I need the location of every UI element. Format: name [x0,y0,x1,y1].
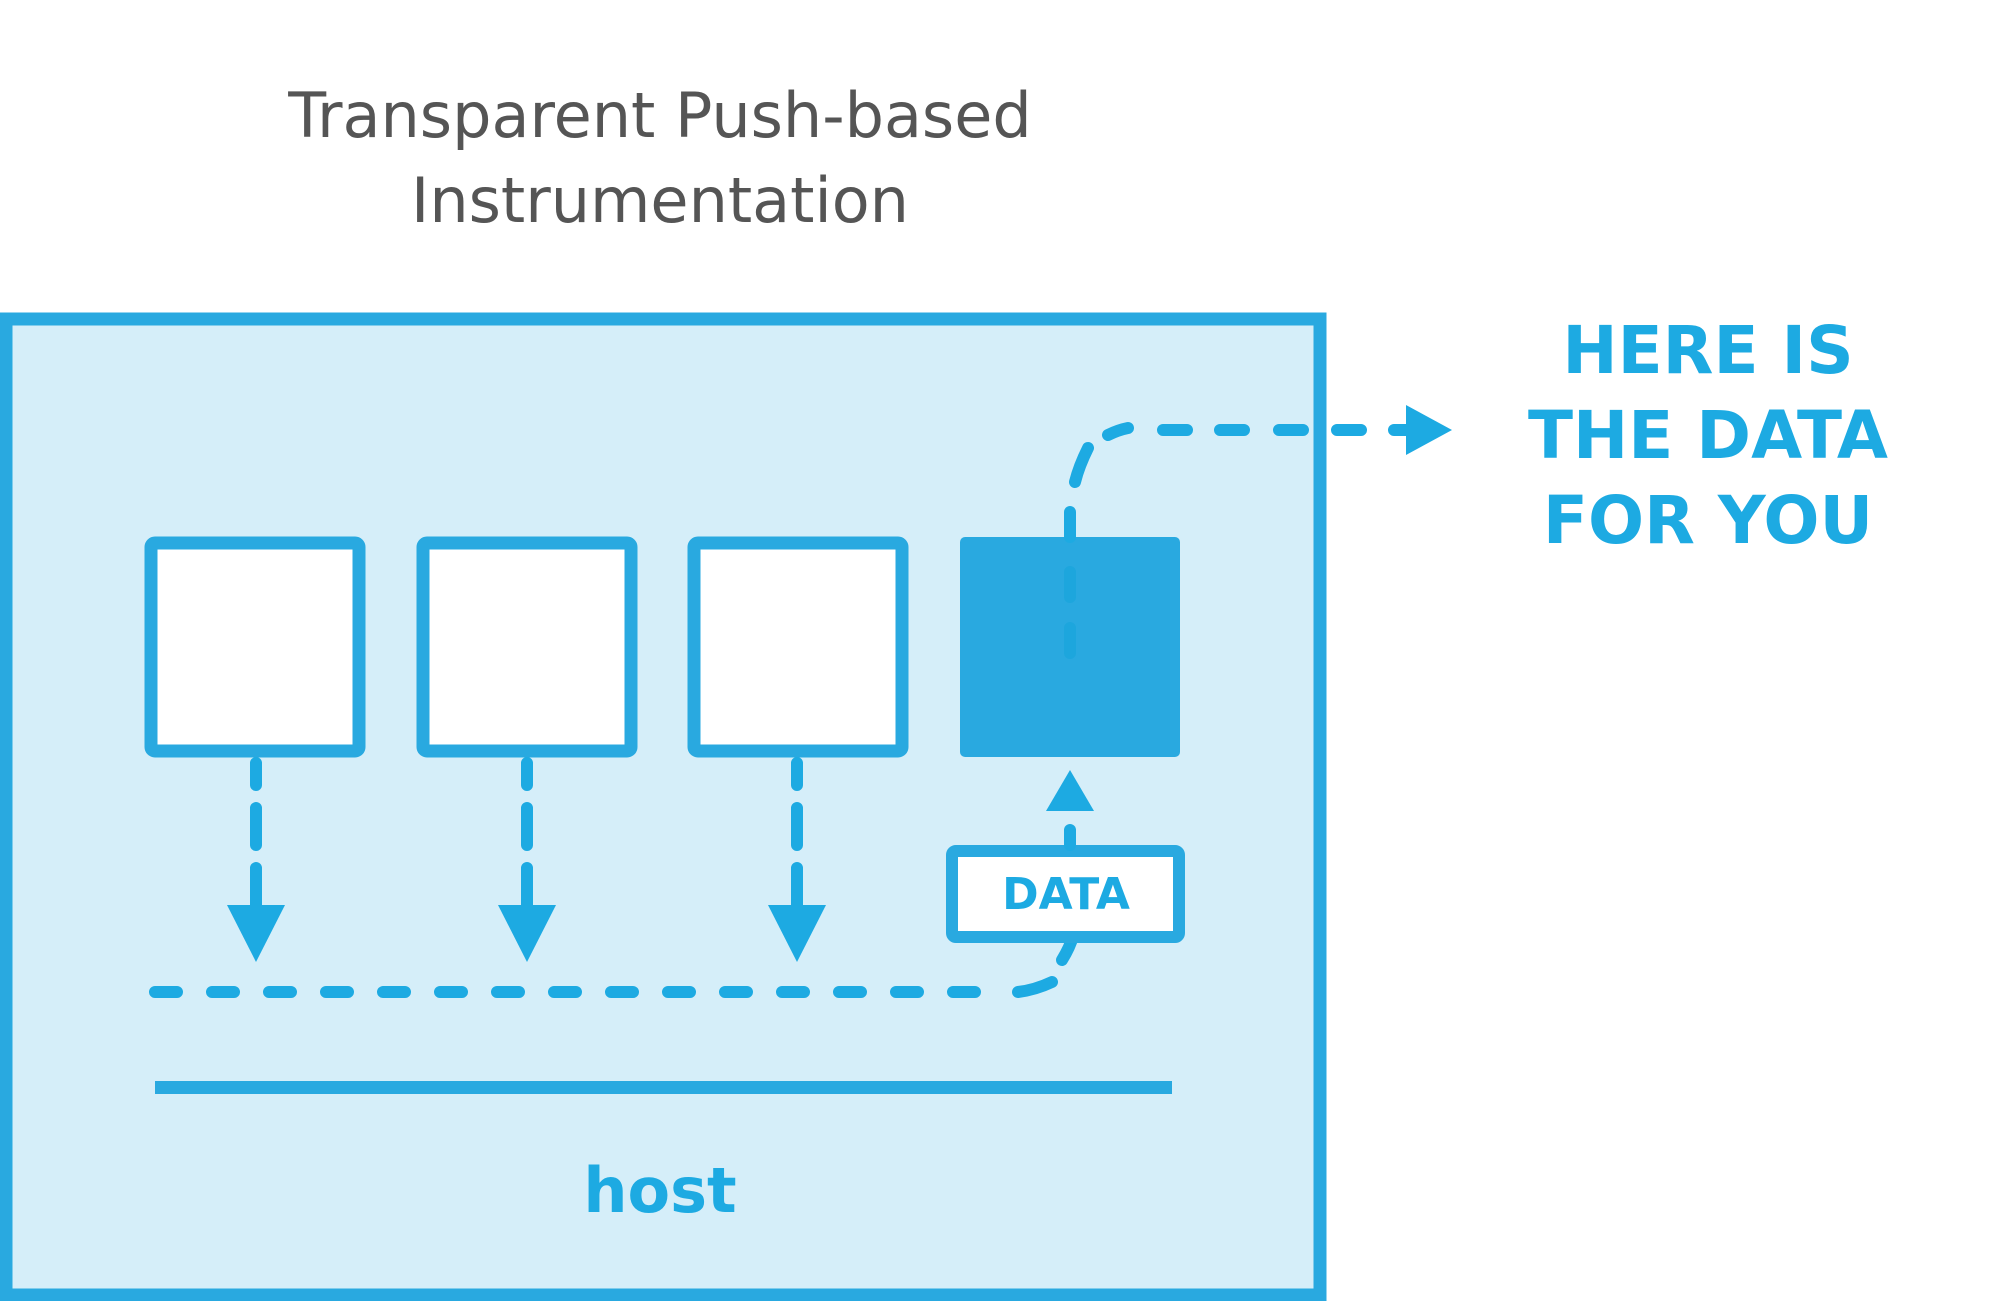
component-box-3 [687,536,909,758]
component-box-1 [144,536,366,758]
collector-curve-1 [1012,976,1058,998]
data-box-label: DATA [1002,869,1130,920]
arrow-right-icon [1406,405,1452,455]
title-line-2: Instrumentation [411,164,909,237]
title-line-1: Transparent Push-based [287,79,1032,152]
host-label: host [583,1154,736,1227]
push-arrow-3 [768,757,826,962]
outbound-curve-1 [1069,442,1094,488]
outbound-curve-2 [1102,422,1134,441]
data-box [946,845,1185,943]
component-box-2 [416,536,638,758]
callout-line-2: THE DATA [1528,397,1888,474]
arrow-down-icon [498,905,556,962]
arrow-down-icon [768,905,826,962]
host-separator [155,1081,1172,1094]
push-arrow-1 [227,757,285,962]
arrow-down-icon [227,905,285,962]
push-arrow-2 [498,757,556,962]
host-box [0,312,1327,1301]
callout-line-1: HERE IS [1562,312,1853,389]
arrow-up-icon [1046,770,1094,811]
callout-line-3: FOR YOU [1543,482,1873,559]
